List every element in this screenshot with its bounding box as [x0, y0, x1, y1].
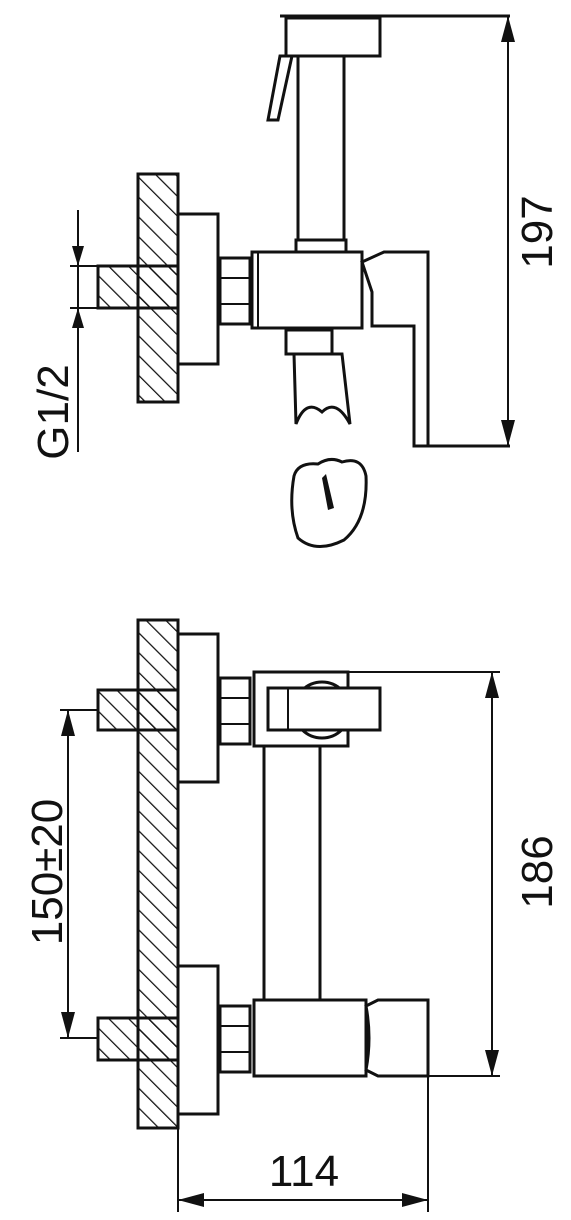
- lower-hex-nut: [218, 1004, 252, 1074]
- hex-nut: [218, 256, 252, 326]
- mixer-body-front: [252, 998, 368, 1078]
- dimension-186: 186: [485, 672, 562, 1076]
- riser-pipe: [296, 54, 346, 254]
- dimension-label-thread: G1/2: [29, 364, 78, 459]
- lower-inlet-stub: [96, 1016, 180, 1062]
- dimension-label-197: 197: [513, 195, 562, 268]
- upper-inlet-stub: [96, 688, 180, 732]
- dimension-114: 114: [178, 1147, 428, 1207]
- lever-handle-front: [364, 998, 430, 1078]
- spout: [292, 352, 352, 425]
- spray-nozzle: [322, 474, 334, 510]
- mixer-body: [250, 250, 364, 330]
- lever-handle-side: [360, 250, 430, 448]
- hand-shower-arm: [266, 54, 294, 122]
- top-view: 197 G1/2: [29, 14, 562, 548]
- connecting-pipe: [262, 742, 322, 1002]
- eccentric-plate: [176, 212, 220, 366]
- pipe-stub-hatched: [96, 264, 180, 310]
- outlet-nut: [284, 328, 334, 356]
- dimension-label-inlet-spacing: 150±20: [23, 799, 72, 946]
- front-view: 186 150±20 114: [23, 618, 562, 1212]
- dimension-label-114: 114: [269, 1147, 339, 1196]
- dimension-inlet-spacing: 150±20: [23, 710, 75, 1038]
- upper-hex-nut: [218, 676, 252, 746]
- holder-bracket: [266, 686, 382, 732]
- shower-holder: [284, 16, 382, 58]
- upper-eccentric-plate: [176, 632, 220, 784]
- lower-eccentric-plate: [176, 964, 220, 1116]
- dimension-thread: G1/2: [29, 210, 98, 460]
- dimension-label-186: 186: [513, 835, 562, 908]
- dimension-197: 197: [501, 16, 562, 446]
